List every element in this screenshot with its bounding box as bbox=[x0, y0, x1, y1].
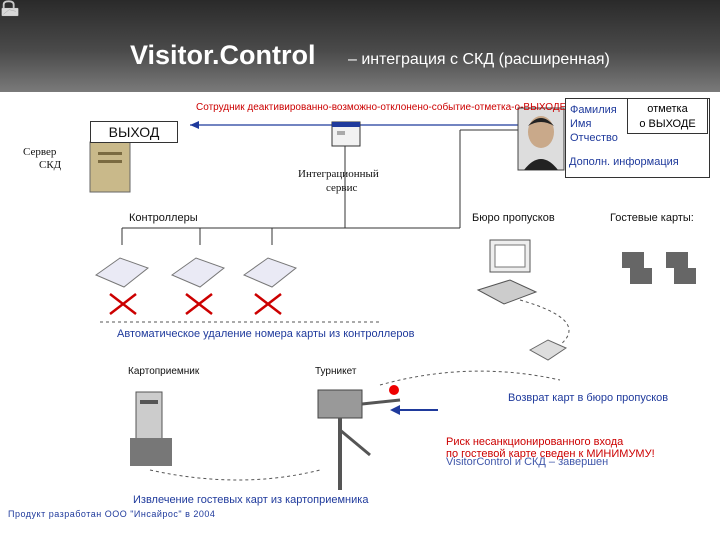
turnstile-label: Турникет bbox=[315, 366, 357, 377]
bureau-label: Бюро пропусков bbox=[472, 212, 555, 224]
patronymic-label: Отчество bbox=[570, 132, 618, 144]
event-overlay-text: Сотрудник деактивированно-возможно-откло… bbox=[196, 102, 567, 113]
exit-box: ВЫХОД bbox=[90, 121, 178, 143]
extra-info-label: Дополн. информация bbox=[569, 156, 679, 168]
integration-label-line2: сервис bbox=[326, 182, 358, 194]
padlock-icon bbox=[1, 0, 19, 17]
risk-line1: Риск несанкционированного входа bbox=[446, 436, 624, 448]
page-subtitle: – интеграция с СКД (расширенная) bbox=[348, 51, 610, 68]
title-banner bbox=[0, 0, 720, 92]
card-reader-icon bbox=[130, 391, 172, 466]
return-cards-label: Возврат карт в бюро пропусков bbox=[508, 392, 669, 404]
surname-label: Фамилия bbox=[570, 104, 617, 116]
cross-icons bbox=[109, 293, 282, 315]
turnstile-icon bbox=[317, 389, 401, 490]
person-photo bbox=[517, 107, 565, 171]
server-label-line1: Сервер bbox=[23, 146, 57, 158]
controller-icons bbox=[94, 257, 298, 288]
integration-service-icon bbox=[331, 121, 361, 147]
risk-line3: VisitorControl и СКД – завершен bbox=[446, 456, 609, 468]
mark-label-line2: о ВЫХОДЕ bbox=[639, 118, 696, 130]
computer-icon bbox=[476, 239, 538, 305]
extract-label: Извлечение гостевых карт из картоприемни… bbox=[133, 494, 369, 506]
auto-delete-label: Автоматическое удаление номера карты из … bbox=[117, 328, 415, 340]
risk-line2: по гостевой карте сведен к МИНИМУМУ! bbox=[446, 448, 655, 460]
guest-card-icons bbox=[622, 252, 696, 284]
server-label-line2: СКД bbox=[39, 159, 62, 171]
integration-label-line1: Интеграционный bbox=[298, 168, 379, 180]
footer-credit: Продукт разработан ООО "Инсайрос" в 2004 bbox=[8, 509, 216, 519]
server-icon bbox=[89, 141, 131, 193]
mark-label-line1: отметка bbox=[647, 103, 688, 115]
guest-cards-label: Гостевые карты: bbox=[610, 212, 694, 224]
controllers-label: Контроллеры bbox=[129, 212, 198, 224]
card-reader-label: Картоприемник bbox=[128, 366, 200, 377]
alert-dot bbox=[389, 385, 399, 395]
exit-mark-box: отметка о ВЫХОДЕ bbox=[627, 98, 708, 134]
name-label: Имя bbox=[570, 118, 592, 130]
page-title: Visitor.Control bbox=[130, 40, 316, 70]
